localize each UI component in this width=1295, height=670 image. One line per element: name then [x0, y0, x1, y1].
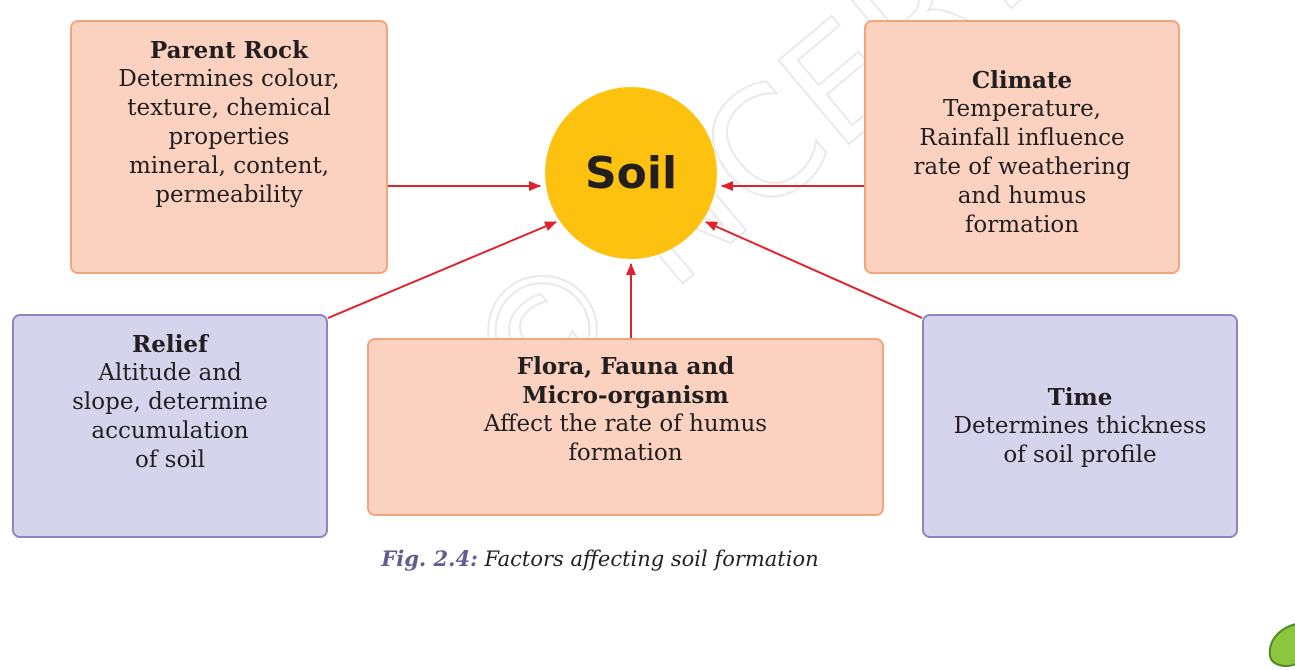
factor-title: Micro-organism: [522, 382, 729, 409]
factor-text: Affect the rate of humus: [483, 411, 768, 437]
leaf-decoration-icon: [1268, 623, 1295, 667]
factor-text: texture, chemical: [127, 95, 331, 121]
factor-text: Temperature,: [943, 96, 1101, 122]
factor-text: Determines colour,: [118, 66, 340, 92]
factor-text: formation: [568, 440, 683, 466]
factor-flora-fauna: Flora, Fauna and Micro-organism Affect t…: [367, 338, 884, 516]
factor-text: properties: [168, 124, 290, 150]
factor-text: of soil profile: [1003, 441, 1157, 468]
factor-title: Parent Rock: [149, 37, 309, 64]
factor-text: Altitude and: [98, 360, 242, 386]
soil-center-node: Soil: [545, 87, 717, 259]
figure-caption: Fig. 2.4: Factors affecting soil formati…: [300, 546, 900, 571]
factor-title: Climate: [971, 67, 1073, 94]
factor-time: Time Determines thickness of soil profil…: [922, 314, 1238, 538]
soil-label: Soil: [584, 147, 678, 199]
factor-text: slope, determine: [72, 389, 268, 415]
factor-text: and humus: [957, 183, 1087, 209]
factor-text: formation: [964, 212, 1080, 238]
factor-title: Flora, Fauna and: [516, 353, 735, 380]
factor-text: mineral, content,: [128, 153, 330, 179]
factor-text: accumulation: [91, 418, 249, 444]
factor-text: Rainfall influence: [919, 125, 1125, 151]
factor-text: Determines thickness: [953, 412, 1207, 439]
caption-text: Factors affecting soil formation: [477, 547, 819, 571]
factor-text: permeability: [155, 182, 303, 208]
factor-title: Relief: [132, 331, 208, 358]
factor-relief: Relief Altitude and slope, determine acc…: [12, 314, 328, 538]
factor-title: Time: [1047, 383, 1113, 411]
factor-parent-rock: Parent Rock Determines colour, texture, …: [70, 20, 388, 274]
figure-label: Fig. 2.4:: [381, 546, 478, 571]
factor-text: of soil: [134, 447, 206, 473]
factor-text: rate of weathering: [913, 154, 1131, 180]
factor-climate: Climate Temperature, Rainfall influence …: [864, 20, 1180, 274]
